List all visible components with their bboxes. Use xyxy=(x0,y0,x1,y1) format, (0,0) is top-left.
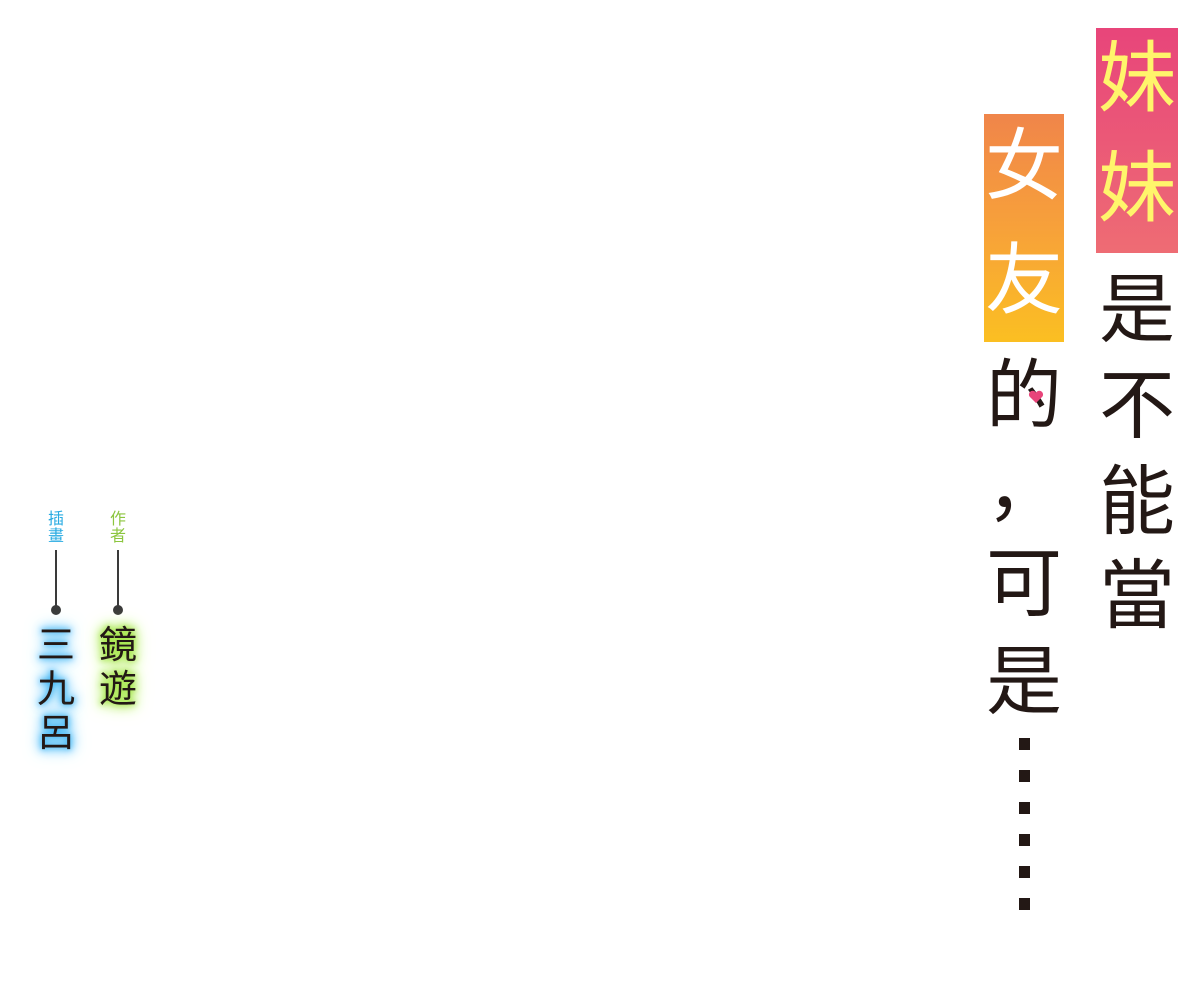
author-leader-line xyxy=(117,550,119,608)
title-char: 女 xyxy=(984,122,1063,212)
author-role-char: 作 xyxy=(109,509,126,528)
ellipsis-dot xyxy=(1019,738,1030,750)
title-char: 友 xyxy=(984,236,1063,326)
illustrator-leader-line xyxy=(55,550,57,608)
title-line-2: 女 友 的 ， 可 是 xyxy=(984,114,1064,720)
title-char: 妹 xyxy=(1097,34,1176,124)
illustrator-bullet xyxy=(51,605,61,615)
title-char: 的 xyxy=(986,351,1062,440)
illustrator-role-label: 插 畫 xyxy=(46,511,66,545)
illustrator-name: 三 九 呂 xyxy=(31,626,81,758)
title-line-1: 妹 妹 是 不 能 當 xyxy=(1096,28,1178,634)
title-char: 不 xyxy=(1099,361,1175,450)
title-char: 是 xyxy=(986,637,1062,726)
illustrator-name-char: 九 xyxy=(36,667,75,711)
ellipsis-dot xyxy=(1019,898,1030,910)
title-highlight-sister: 妹 妹 xyxy=(1096,28,1178,253)
ellipsis-dot xyxy=(1019,866,1030,878)
author-name: 鏡 遊 xyxy=(93,626,143,714)
ellipsis-dot xyxy=(1019,770,1030,782)
author-role-char: 者 xyxy=(109,526,126,545)
author-bullet xyxy=(113,605,123,615)
title-char: 當 xyxy=(1099,551,1175,640)
author-name-char: 鏡 xyxy=(98,623,137,667)
title-char: 能 xyxy=(1099,457,1175,546)
illustrator-name-char: 三 xyxy=(36,623,75,667)
title-char: 妹 xyxy=(1097,144,1176,234)
illustrator-name-char: 呂 xyxy=(36,711,75,755)
illustrator-role-char: 畫 xyxy=(47,526,64,545)
author-name-char: 遊 xyxy=(98,667,137,711)
author-role-label: 作 者 xyxy=(108,511,128,545)
title-char: ， xyxy=(986,443,1062,532)
illustrator-role-char: 插 xyxy=(47,509,64,528)
heart-icon xyxy=(1028,390,1044,403)
ellipsis-dot xyxy=(1019,802,1030,814)
title-char: 可 xyxy=(986,539,1062,628)
title-char: 是 xyxy=(1099,265,1175,354)
title-highlight-girlfriend: 女 友 xyxy=(984,114,1064,342)
ellipsis-dot xyxy=(1019,834,1030,846)
